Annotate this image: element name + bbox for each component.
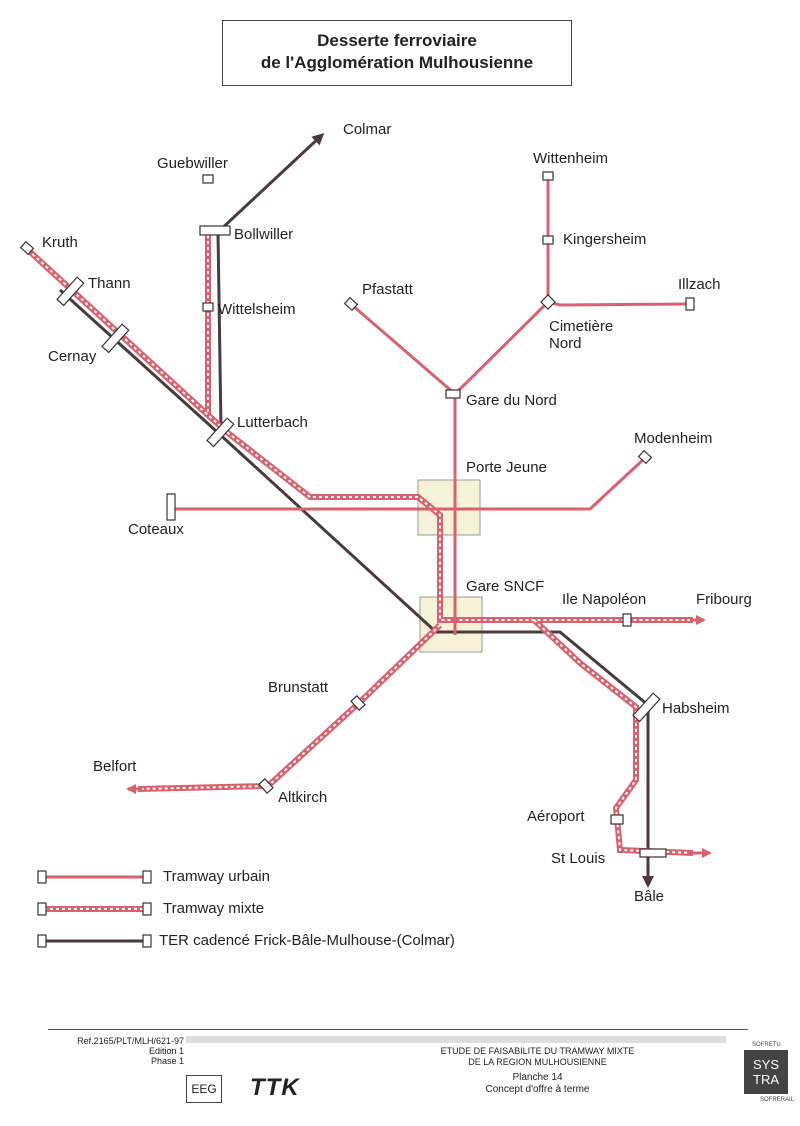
label-belfort: Belfort <box>93 758 137 775</box>
footer-study-title: ETUDE DE FAISABILITE DU TRAMWAY MIXTE DE… <box>410 1046 665 1068</box>
study-line2: DE LA REGION MULHOUSIENNE <box>468 1057 607 1067</box>
legend-label-ter: TER cadencé Frick-Bâle-Mulhouse-(Colmar) <box>159 932 455 949</box>
stop-ile-napoleon <box>622 613 632 627</box>
label-lutterbach: Lutterbach <box>237 414 308 431</box>
stop-cimetiere <box>540 294 556 310</box>
stop-habsheim <box>632 692 661 723</box>
label-fribourg: Fribourg <box>696 591 752 608</box>
eeg-logo: EEG <box>186 1075 222 1103</box>
label-st-louis: St Louis <box>551 850 606 867</box>
stop-kingersheim <box>542 235 554 245</box>
stop-thann <box>56 276 85 307</box>
map-title-box: Desserte ferroviaire de l'Agglomération … <box>222 20 572 86</box>
legend-label-mixte: Tramway mixte <box>163 900 265 917</box>
label-gare-sncf: Gare SNCF <box>466 578 545 595</box>
stop-aeroport <box>610 814 624 825</box>
systra-bottom: TRA <box>753 1072 779 1087</box>
plan-title: Concept d'offre à terme <box>485 1084 590 1095</box>
stop-coteaux <box>166 493 176 521</box>
map-title-line2: de l'Agglomération Mulhousienne <box>260 53 534 72</box>
label-guebwiller: Guebwiller <box>157 155 228 172</box>
map-title-line1: Desserte ferroviaire <box>317 31 477 50</box>
label-coteaux: Coteaux <box>128 521 184 538</box>
label-modenheim: Modenheim <box>634 430 713 447</box>
footer-hatch <box>186 1036 726 1043</box>
footer-plan: Planche 14 Concept d'offre à terme <box>410 1072 665 1096</box>
stop-brunstatt <box>350 695 366 711</box>
label-gare-du-nord: Gare du Nord <box>466 392 557 409</box>
systra-logo: SYS TRA <box>744 1050 788 1094</box>
stop-lutterbach <box>206 417 235 448</box>
stop-cernay <box>101 323 130 354</box>
stop-wittenheim <box>542 171 554 181</box>
stop-st-louis <box>639 848 667 858</box>
sofretu-text: SOFRETU <box>752 1042 781 1048</box>
label-bale: Bâle <box>634 888 665 905</box>
stop-gare-du-nord <box>445 389 461 399</box>
label-kruth: Kruth <box>42 234 78 251</box>
stop-modenheim <box>637 449 653 465</box>
station-markers <box>19 171 695 858</box>
ref-line2: Edition 1 <box>148 1046 184 1056</box>
legend-label-urbain: Tramway urbain <box>163 868 270 885</box>
label-illzach: Illzach <box>678 276 721 293</box>
label-thann: Thann <box>88 275 131 292</box>
study-line1: ETUDE DE FAISABILITE DU TRAMWAY MIXTE <box>440 1046 635 1056</box>
label-wittelsheim: Wittelsheim <box>218 301 296 318</box>
label-wittenheim: Wittenheim <box>533 150 609 167</box>
stop-wittelsheim <box>202 302 214 312</box>
label-colmar: Colmar <box>343 121 392 138</box>
stop-bollwiller <box>199 225 231 236</box>
label-kingersheim: Kingersheim <box>563 231 647 248</box>
label-pfastatt: Pfastatt <box>362 281 413 298</box>
stop-guebwiller <box>202 174 214 184</box>
ttk-logo: TTK <box>250 1074 300 1101</box>
footer-divider <box>48 1029 748 1030</box>
footer-reference: Ref.2165/PLT/MLH/621-97 Edition 1 Phase … <box>62 1036 184 1066</box>
legend-symbols <box>37 870 152 948</box>
sofrerail-text: SOFRERAIL <box>760 1097 795 1103</box>
stop-pfastatt <box>343 296 359 312</box>
label-ile-napoleon: Ile Napoléon <box>562 591 647 608</box>
label-cernay: Cernay <box>48 348 97 365</box>
stop-altkirch <box>258 778 274 794</box>
label-bollwiller: Bollwiller <box>234 226 294 243</box>
label-aeroport: Aéroport <box>527 808 585 825</box>
ref-line1: Ref.2165/PLT/MLH/621-97 <box>77 1036 184 1046</box>
systra-top: SYS <box>752 1057 779 1072</box>
label-habsheim: Habsheim <box>662 700 730 717</box>
ref-line3: Phase 1 <box>150 1056 184 1066</box>
stop-kruth <box>19 240 35 256</box>
plan-number: Planche 14 <box>512 1072 563 1083</box>
gare-sncf-hub <box>419 596 483 653</box>
label-altkirch: Altkirch <box>278 789 328 806</box>
stop-illzach <box>685 297 695 311</box>
label-porte-jeune: Porte Jeune <box>466 459 547 476</box>
label-brunstatt: Brunstatt <box>268 679 329 696</box>
label-cimetiere-nord: Cimetière Nord <box>549 318 614 352</box>
